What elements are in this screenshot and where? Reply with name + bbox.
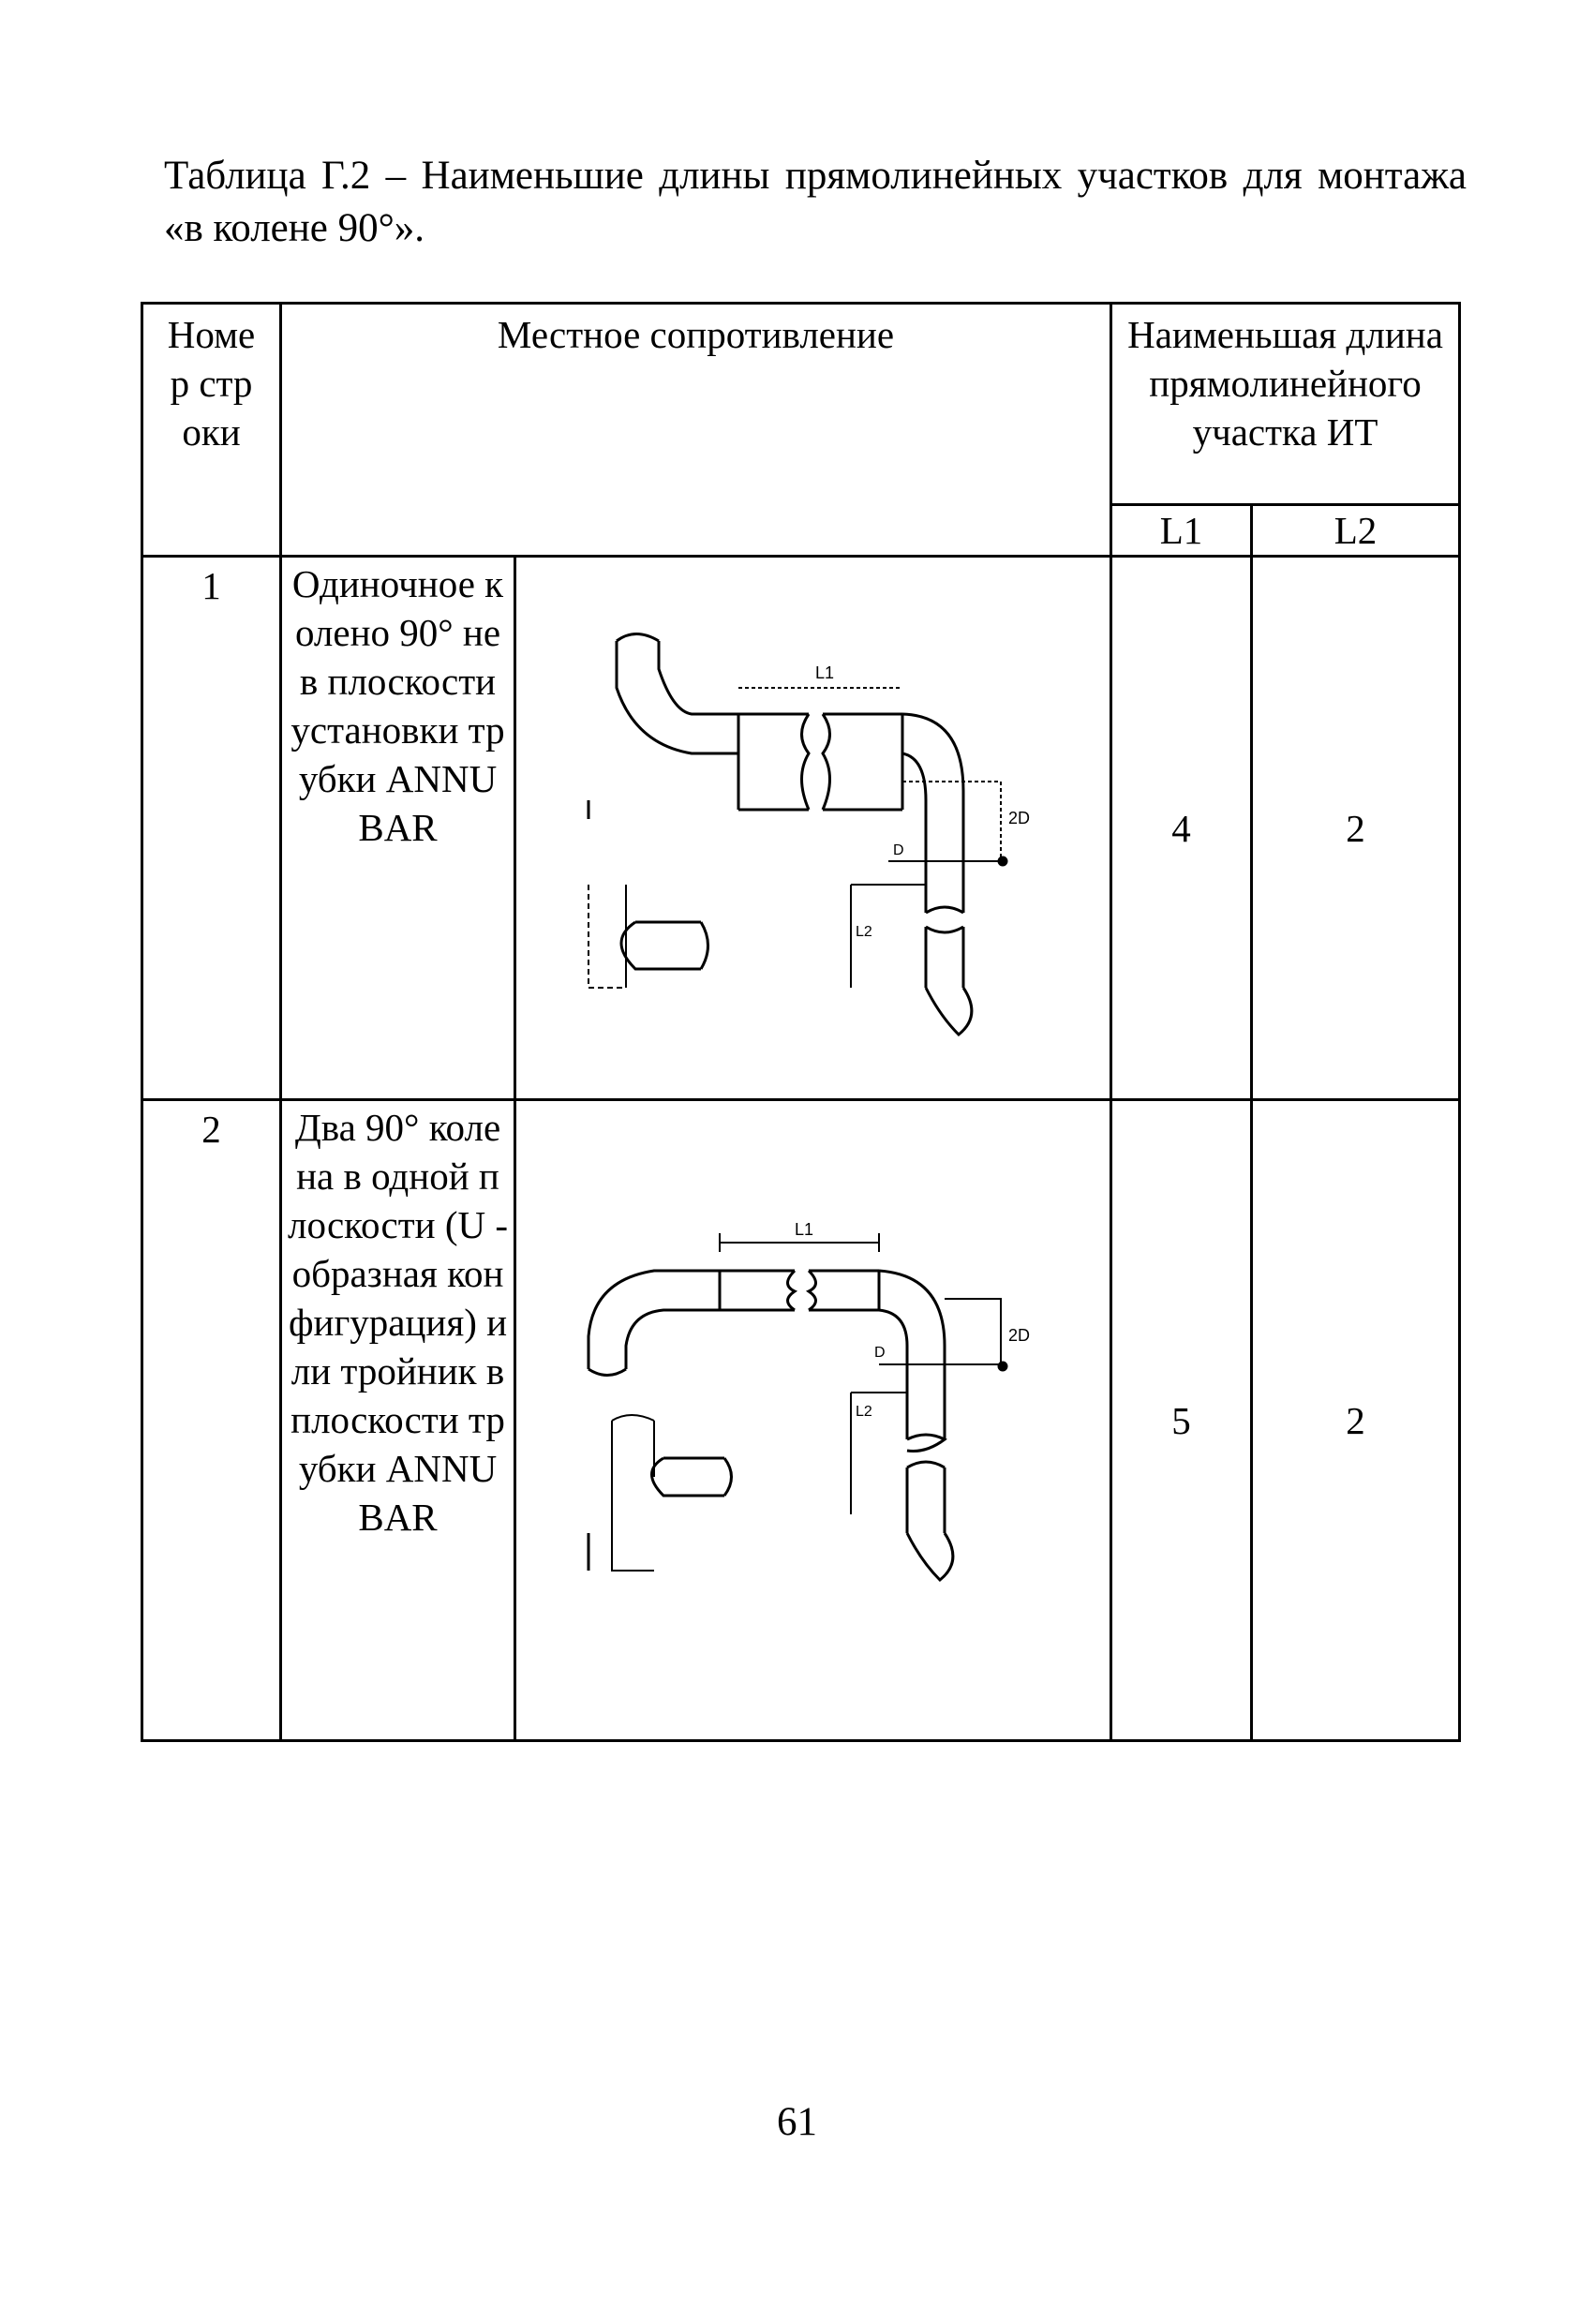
header-min-length-text: Наименьшая длина прямолинейного участка … bbox=[1127, 313, 1443, 454]
table-row: 2 Два 90° колена в одной плоскости (U - … bbox=[141, 1098, 1462, 1742]
dim-label-l1: L1 bbox=[795, 1220, 813, 1239]
row-l2-value: 2 bbox=[1249, 1098, 1462, 1742]
dim-label-l2: L2 bbox=[856, 924, 872, 940]
row-number: 1 bbox=[141, 555, 282, 1101]
dim-label-d: D bbox=[893, 842, 904, 858]
header-row: Номер строки Местное сопротивление Наиме… bbox=[141, 302, 1462, 558]
subheader-row: L1 L2 bbox=[142, 503, 1462, 558]
table-caption: Таблица Г.2 – Наименьшие длины прямолине… bbox=[164, 154, 1467, 250]
header-min-length: Наименьшая длина прямолинейного участка … bbox=[1109, 302, 1462, 506]
header-resistance: Местное сопротивление bbox=[279, 302, 1112, 558]
dim-label-l1: L1 bbox=[815, 663, 834, 682]
row-l1-value: 4 bbox=[1110, 555, 1253, 1101]
dim-label-2d: 2D bbox=[1008, 1326, 1030, 1345]
row-l1-value: 5 bbox=[1110, 1098, 1253, 1742]
u-shaped-elbow-diagram: L1 2D D L2 bbox=[587, 1220, 1030, 1582]
header-l2: L2 bbox=[1249, 503, 1462, 558]
row-diagram: L1 2D D L2 bbox=[514, 1098, 1112, 1742]
row-diagram: L1 2D D L2 bbox=[514, 555, 1112, 1101]
single-elbow-diagram: L1 2D D L2 bbox=[587, 632, 1030, 1036]
dim-label-d: D bbox=[874, 1345, 886, 1361]
dim-label-2d: 2D bbox=[1008, 809, 1030, 827]
table-row: 1 Одиночное колено 90° не в плоскости ус… bbox=[141, 555, 1462, 1101]
header-l1: L1 bbox=[1110, 503, 1253, 558]
row-description: Одиночное колено 90° не в плоскости уста… bbox=[279, 555, 516, 1101]
straight-length-table: Номер строки Местное сопротивление Наиме… bbox=[141, 302, 1462, 1742]
header-row-number-text: Номер строки bbox=[167, 313, 256, 454]
row-l2-value: 2 bbox=[1249, 555, 1462, 1101]
row-description: Два 90° колена в одной плоскости (U - об… bbox=[279, 1098, 516, 1742]
header-row-number: Номер строки bbox=[141, 302, 282, 558]
dim-label-l2: L2 bbox=[856, 1404, 872, 1420]
page-number: 61 bbox=[777, 2100, 817, 2144]
row-number: 2 bbox=[141, 1098, 282, 1742]
